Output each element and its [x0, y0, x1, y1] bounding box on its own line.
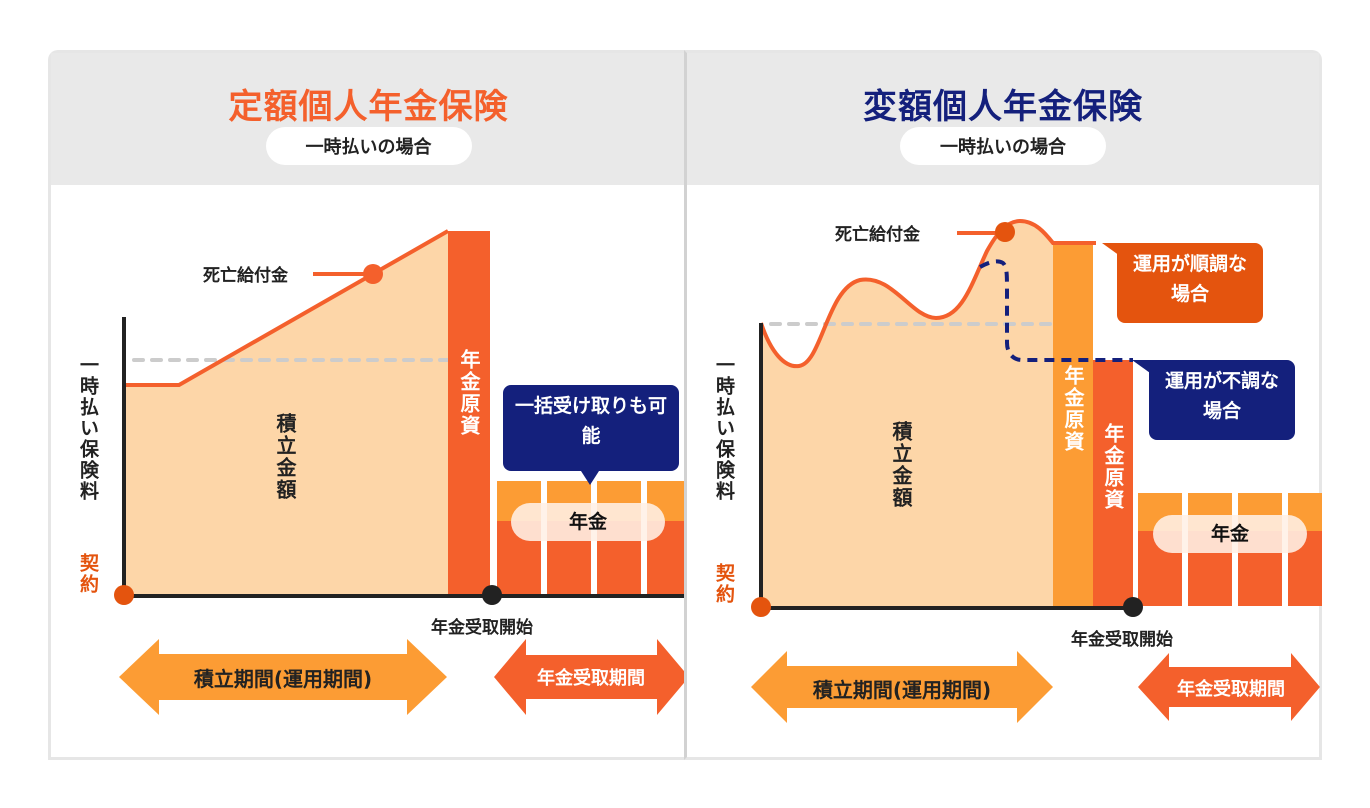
- contract-point: [114, 585, 134, 605]
- death-benefit-label: 死亡給付金: [203, 266, 288, 286]
- lump-sum-payment-pill: 一時払いの場合: [265, 127, 472, 165]
- death-benefit-label: 死亡給付金: [835, 225, 920, 245]
- variable-annuity-diagram: [751, 218, 1322, 723]
- poor-performance-line: [979, 259, 1133, 362]
- contract-label: 契約: [77, 553, 99, 595]
- contract-label: 契約: [713, 563, 735, 605]
- pension-period-arrow: [494, 639, 689, 715]
- death-benefit-line: [124, 229, 449, 387]
- accumulated-amount-label: 積立金額: [889, 421, 913, 509]
- accumulation-period-label: 積立期間(運用期間): [193, 667, 373, 691]
- accumulated-area: [124, 231, 448, 596]
- fixed-annuity-title: 定額個人年金保険: [228, 87, 509, 127]
- pension-fund-poor-label: 年金原資: [1101, 423, 1125, 511]
- pension-start-point: [1123, 597, 1143, 617]
- y-axis-label: 一時払い保険料: [713, 355, 735, 502]
- pension-period-label: 年金受取期間: [537, 668, 645, 689]
- pension-fund-bar-poor: [1093, 360, 1133, 608]
- fixed-annuity-panel: 定額個人年金保険 一時払いの場合: [48, 50, 689, 760]
- lump-sum-payment-pill: 一時払いの場合: [900, 127, 1106, 165]
- accumulation-period-label: 積立期間(運用期間): [812, 678, 992, 702]
- lump-sum-bubble: 一括受け取りも可能: [503, 385, 679, 471]
- pension-period-arrow: [1138, 653, 1320, 721]
- pension-fund-label: 年金原資: [457, 349, 481, 437]
- variable-annuity-panel: 変額個人年金保険 一時払いの場合: [684, 50, 1322, 760]
- pension-label: 年金: [1153, 515, 1307, 553]
- fixed-annuity-header: 定額個人年金保険 一時払いの場合: [51, 53, 686, 185]
- pension-fund-good-label: 年金原資: [1061, 365, 1085, 453]
- pension-start-label: 年金受取開始: [1071, 630, 1173, 650]
- y-axis-label: 一時払い保険料: [77, 355, 99, 502]
- pension-fund-bar-good: [1053, 243, 1093, 608]
- pension-start-point: [482, 585, 502, 605]
- accumulation-period-arrow: [119, 639, 447, 715]
- pension-period-label: 年金受取期間: [1177, 679, 1285, 700]
- good-performance-bubble: 運用が順調な場合: [1117, 243, 1263, 323]
- contract-point: [751, 597, 771, 617]
- pension-start-label: 年金受取開始: [431, 618, 533, 638]
- poor-performance-bubble: 運用が不調な場合: [1149, 360, 1295, 440]
- good-performance-curve: [759, 218, 1096, 369]
- death-benefit-point: [995, 222, 1015, 242]
- variable-annuity-header: 変額個人年金保険 一時払いの場合: [687, 53, 1319, 185]
- variable-annuity-title: 変額個人年金保険: [863, 87, 1143, 127]
- accumulation-period-arrow: [751, 651, 1053, 723]
- pension-label: 年金: [511, 503, 665, 541]
- bubble-tail: [581, 471, 599, 485]
- pension-fund-bar: [448, 231, 490, 596]
- accumulated-area: [761, 221, 1053, 608]
- accumulated-amount-label: 積立金額: [273, 413, 297, 501]
- death-benefit-point: [363, 264, 383, 284]
